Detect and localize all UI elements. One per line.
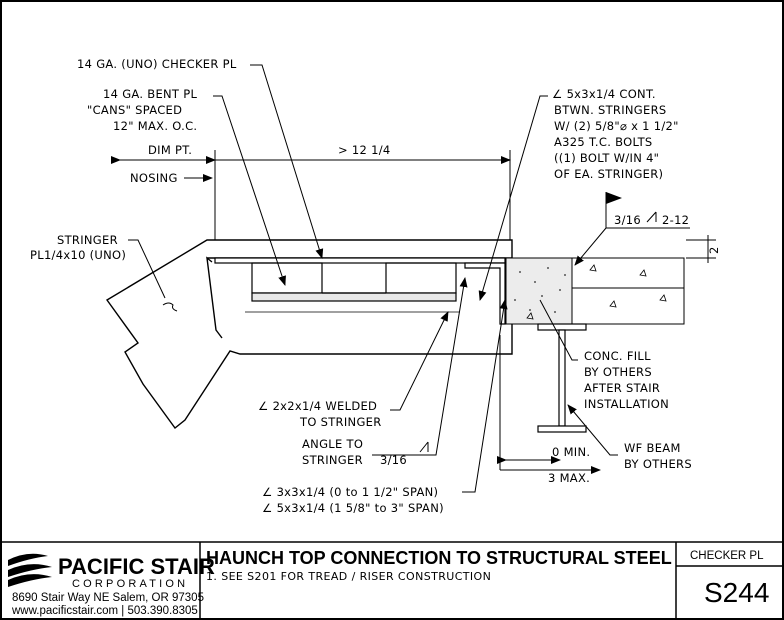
label-conc-3: AFTER STAIR <box>584 381 660 395</box>
sheet-category: CHECKER PL <box>690 550 764 562</box>
label-conc-4: INSTALLATION <box>584 397 669 411</box>
sheet-number: S244 <box>704 577 769 608</box>
label-angle-5x3: ∠ 5x3x1/4 (1 5/8" to 3" SPAN) <box>262 501 444 515</box>
detail-note: 1. SEE S201 FOR TREAD / RISER CONSTRUCTI… <box>206 570 491 583</box>
label-angle-2x2-1: ∠ 2x2x1/4 WELDED <box>258 399 377 413</box>
title-block <box>1 541 783 619</box>
angle-continuous <box>464 262 506 325</box>
label-angle-cont-3: W/ (2) 5/8"⌀ x 1 1/2" <box>554 119 679 133</box>
label-dim-pt: DIM PT. <box>148 143 192 157</box>
tread-plate <box>214 257 506 313</box>
label-dim-2: 2 <box>707 246 721 254</box>
label-weld-length: 2-12 <box>662 213 689 227</box>
callouts: 14 GA. (UNO) CHECKER PL 14 GA. BENT PL "… <box>30 57 721 515</box>
wf-beam <box>537 323 587 433</box>
break-symbol <box>162 302 178 312</box>
label-checker-plate: 14 GA. (UNO) CHECKER PL <box>77 57 237 71</box>
label-angle-to-2: STRINGER <box>302 453 363 467</box>
label-wf-2: BY OTHERS <box>624 457 692 471</box>
company-address: 8690 Stair Way NE Salem, OR 97305 <box>12 592 204 604</box>
label-angle-3x3: ∠ 3x3x1/4 (0 to 1 1/2" SPAN) <box>262 485 438 499</box>
label-angle-cont-5: ((1) BOLT W/IN 4" <box>554 151 659 165</box>
label-stringer-2: PL1/4x10 (UNO) <box>30 248 126 262</box>
weld-flag-icon <box>606 192 622 204</box>
fillet-weld-icon-2 <box>419 441 429 453</box>
leader-lines <box>111 64 716 493</box>
label-zero-min: 0 MIN. <box>552 445 590 459</box>
company-contact: www.pacificstair.com | 503.390.8305 <box>11 605 198 617</box>
label-bent-plate-1: 14 GA. BENT PL <box>103 87 197 101</box>
label-bent-plate-2: "CANS" SPACED <box>87 103 182 117</box>
label-angle-cont-6: OF EA. STRINGER) <box>554 167 663 181</box>
label-angle-cont-2: BTWN. STRINGERS <box>554 103 666 117</box>
company-logo-icon <box>8 553 52 587</box>
label-angle-cont-1: ∠ 5x3x1/4 CONT. <box>552 87 656 101</box>
label-angle-cont-4: A325 T.C. BOLTS <box>554 135 653 149</box>
label-three-max: 3 MAX. <box>548 471 590 485</box>
company-name: PACIFIC STAIR <box>58 554 215 579</box>
fillet-weld-icon <box>646 211 657 223</box>
label-dim-length: > 12 1/4 <box>338 143 391 157</box>
concrete-fill <box>505 257 685 325</box>
detail-title: HAUNCH TOP CONNECTION TO STRUCTURAL STEE… <box>206 548 672 568</box>
label-stringer-1: STRINGER <box>57 233 118 247</box>
label-weld-size: 3/16 <box>614 213 641 227</box>
label-conc-2: BY OTHERS <box>584 365 652 379</box>
label-angle-weld: 3/16 <box>380 453 407 467</box>
label-angle-2x2-2: TO STRINGER <box>299 415 382 429</box>
company-corporation: CORPORATION <box>72 578 188 590</box>
label-wf-1: WF BEAM <box>624 441 681 455</box>
label-conc-1: CONC. FILL <box>584 349 651 363</box>
label-nosing: NOSING <box>130 171 178 185</box>
label-bent-plate-3: 12" MAX. O.C. <box>113 119 197 133</box>
label-angle-to-1: ANGLE TO <box>302 437 363 451</box>
